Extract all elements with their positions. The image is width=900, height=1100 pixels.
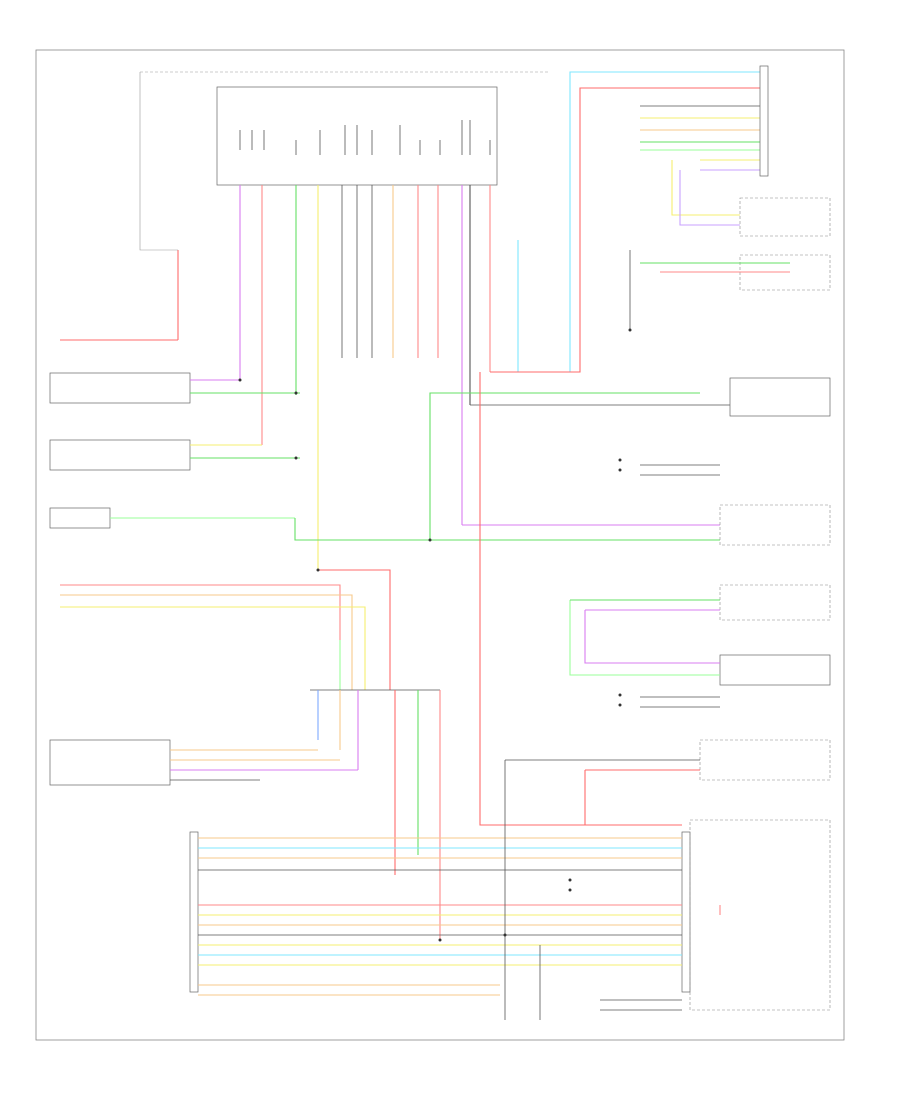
sensor-box-1 [49,372,191,404]
bottom-vertical-wires [479,372,721,1020]
bottom-right-connector [681,831,691,993]
right-mid-wires [569,464,720,708]
lower-left-box [49,739,171,786]
mid-left-wires [110,379,730,541]
bottom-left-connector [189,831,199,993]
right-box-3 [719,584,831,621]
module-pin-labels [239,120,491,155]
bottom-horizontal-wires [198,837,682,996]
center-wires [60,569,391,690]
top-vertical-wires [239,185,519,570]
right-top-wires [490,71,760,373]
sensor-box-2 [49,439,191,471]
left-grey-wire [139,72,178,251]
left-red-wire [60,250,179,341]
right-box-1 [729,377,831,417]
bottom-right-module [689,819,831,1011]
lower-left-wires [170,749,358,781]
diagram-frame [35,49,845,1041]
right-box-4 [719,654,831,686]
sensor-box-3 [49,507,111,529]
top-right-connector [759,65,769,177]
switch-box-1 [739,197,831,237]
splice-dots [238,328,632,942]
center-drops [317,690,441,940]
right-box-2 [719,504,831,546]
right-box-5 [699,739,831,781]
